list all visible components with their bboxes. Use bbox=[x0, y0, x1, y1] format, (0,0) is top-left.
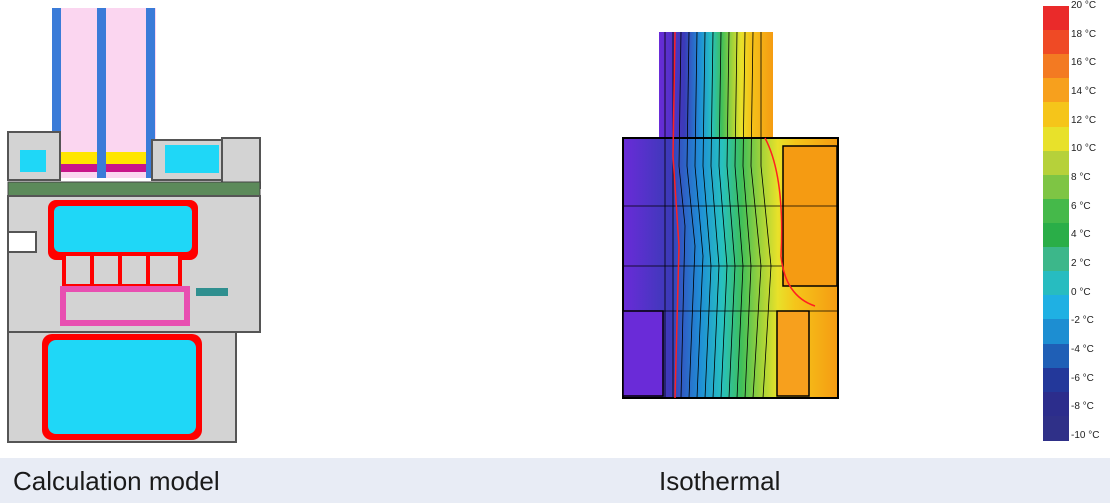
zero-degree-isotherm bbox=[672, 31, 680, 399]
temperature-legend: 20 °C 18 °C 16 °C 14 °C 12 °C 10 °C 8 °C 6 °C 4 … bbox=[1040, 0, 1110, 450]
legend-swatch bbox=[1043, 6, 1069, 31]
legend-swatch bbox=[1043, 174, 1069, 200]
isothermal-drawing bbox=[622, 31, 839, 399]
legend-swatch bbox=[1043, 54, 1069, 80]
legend-label: 10 °C bbox=[1071, 143, 1097, 155]
legend-swatch bbox=[1043, 247, 1069, 273]
legend-label: 20 °C bbox=[1071, 0, 1097, 11]
sash-profile bbox=[7, 131, 261, 197]
legend-label: 16 °C bbox=[1071, 57, 1097, 69]
legend-label: 0 °C bbox=[1071, 286, 1091, 298]
legend-label: 12 °C bbox=[1071, 114, 1097, 126]
legend-label: 8 °C bbox=[1071, 172, 1091, 183]
bottom-frame-profile bbox=[7, 331, 237, 443]
caption-bar: Calculation model Isothermal bbox=[0, 458, 1110, 503]
legend-swatch bbox=[1043, 102, 1069, 128]
legend-swatch bbox=[1043, 415, 1069, 441]
legend-label: 18 °C bbox=[1071, 28, 1097, 40]
legend-swatch bbox=[1043, 78, 1069, 104]
legend-swatch bbox=[1043, 319, 1069, 345]
legend-swatch bbox=[1043, 126, 1069, 152]
frame-profile bbox=[7, 195, 261, 333]
legend-label: -8 °C bbox=[1071, 401, 1094, 413]
glazing-unit bbox=[52, 8, 156, 178]
legend-swatch bbox=[1043, 150, 1069, 176]
caption-calculation-model: Calculation model bbox=[13, 466, 220, 496]
isotherm-lines bbox=[623, 31, 838, 399]
isothermal-figure bbox=[615, 26, 850, 416]
legend-label: 6 °C bbox=[1071, 200, 1091, 212]
legend-swatch bbox=[1043, 343, 1069, 369]
legend-swatch bbox=[1043, 391, 1069, 417]
legend-swatch bbox=[1043, 198, 1069, 224]
legend-swatch bbox=[1043, 271, 1069, 297]
legend-swatch bbox=[1043, 295, 1069, 321]
legend-swatch bbox=[1043, 367, 1069, 393]
warm-isotherm bbox=[764, 137, 816, 307]
calculation-model-figure bbox=[0, 0, 280, 450]
legend-swatch bbox=[1043, 30, 1069, 56]
legend-label: 2 °C bbox=[1071, 258, 1091, 269]
legend-label: -6 °C bbox=[1071, 372, 1094, 384]
legend-label: 4 °C bbox=[1071, 229, 1091, 241]
legend-label: -2 °C bbox=[1071, 315, 1094, 327]
legend-label: 14 °C bbox=[1071, 86, 1097, 97]
legend-label: -4 °C bbox=[1071, 344, 1094, 355]
caption-isothermal: Isothermal bbox=[659, 466, 781, 496]
calculation-model-drawing bbox=[7, 8, 261, 443]
legend-swatch bbox=[1043, 223, 1069, 248]
legend-label: -10 °C bbox=[1071, 430, 1100, 441]
isothermal-section bbox=[622, 32, 839, 399]
